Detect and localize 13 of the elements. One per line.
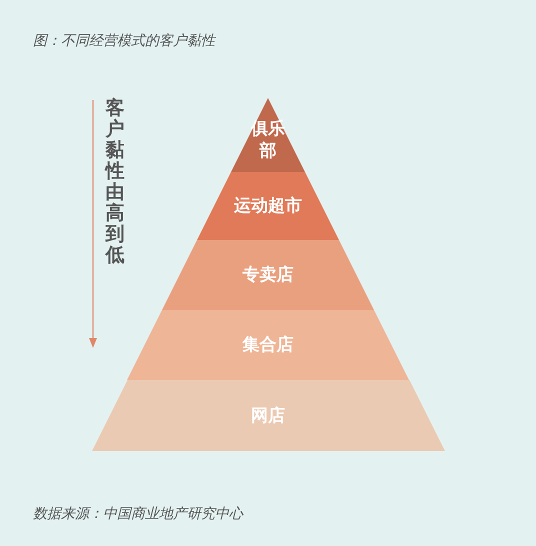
layer-label: 集合店 <box>241 334 294 356</box>
figure-title: 图：不同经营模式的客户黏性 <box>33 32 215 50</box>
pyramid-layer <box>92 380 444 451</box>
layer-label: 网店 <box>250 404 286 426</box>
pyramid-layer <box>127 310 409 380</box>
source-note: 数据来源：中国商业地产研究中心 <box>33 505 243 523</box>
pyramid-layer <box>231 98 305 172</box>
axis-label: 客户黏性由高到低 <box>105 98 125 266</box>
layer-label: 俱乐部 <box>250 118 286 162</box>
pyramid-layer <box>162 240 374 310</box>
layer-label: 运动超市 <box>233 195 303 217</box>
layer-label: 专卖店 <box>242 264 294 286</box>
pyramid-layer <box>197 172 339 240</box>
